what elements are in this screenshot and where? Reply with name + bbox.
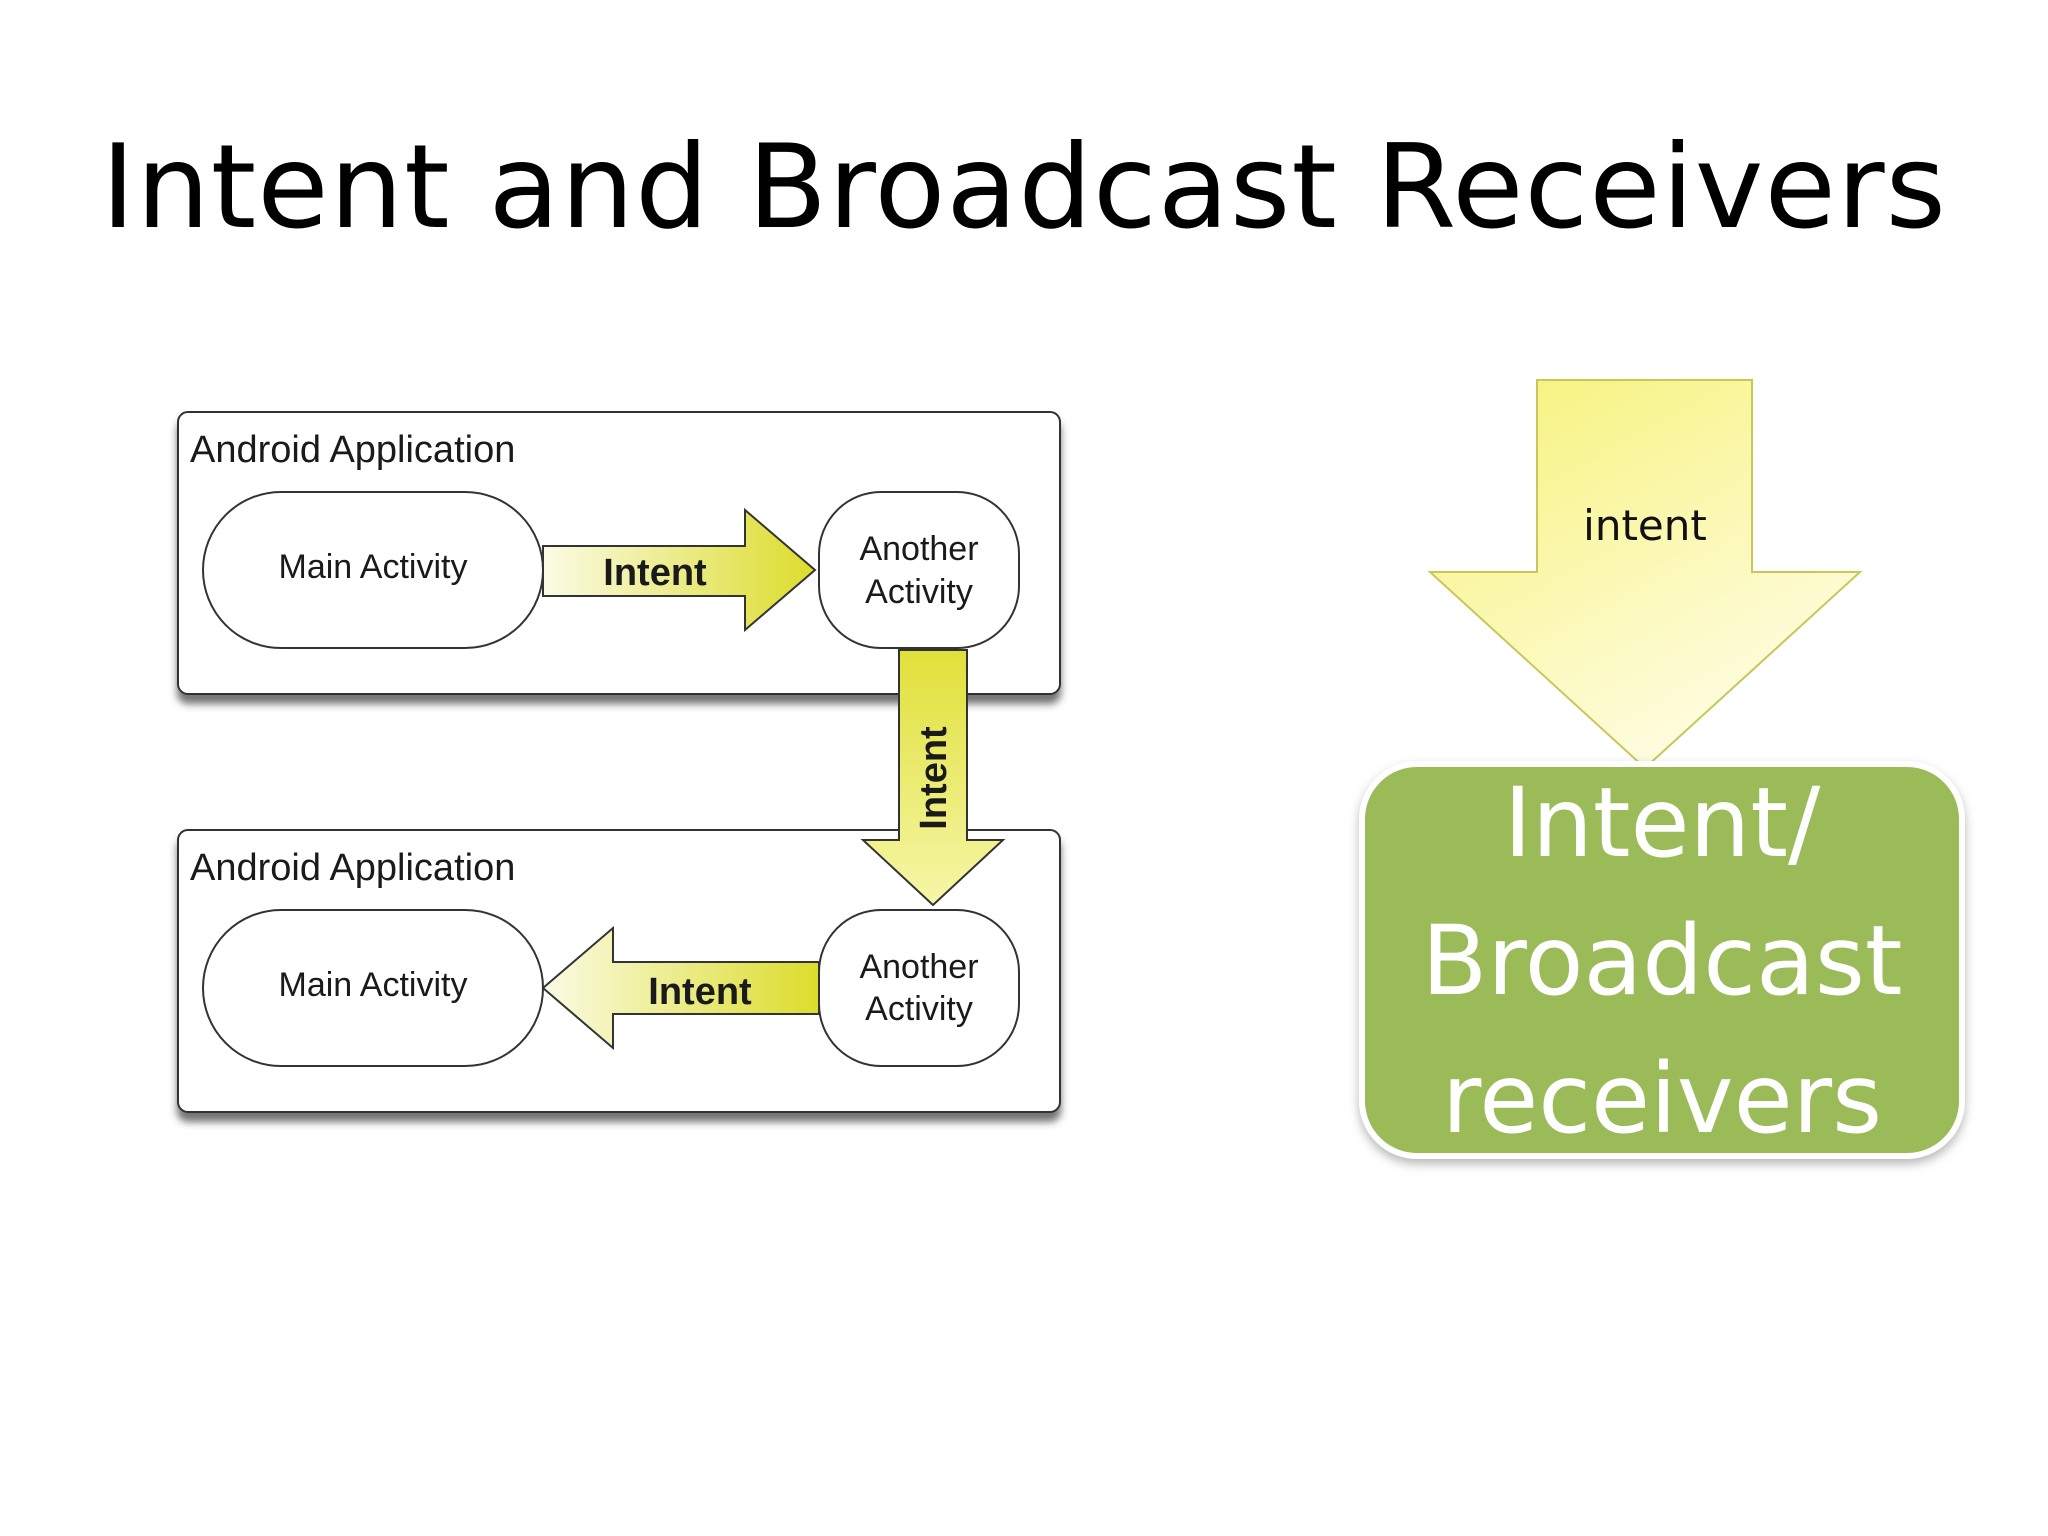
receiver-intent-arrow: intent	[1427, 379, 1863, 770]
receiver-box-line-1: Intent/	[1504, 767, 1821, 879]
receiver-box-line-3: receivers	[1442, 1043, 1882, 1155]
receiver-box-line-2: Broadcast	[1422, 905, 1903, 1017]
top-intent-arrow-label: Intent	[603, 552, 707, 594]
top-intent-arrow	[542, 507, 817, 633]
bottom-intent-arrow-label: Intent	[648, 971, 752, 1013]
vertical-intent-arrow: Intent	[860, 649, 1006, 907]
bottom-another-activity-label-2: Activity	[865, 990, 973, 1028]
bottom-app-frame: Android Application Main Activity Intent…	[177, 829, 1061, 1113]
slide-title: Intent and Broadcast Receivers	[101, 120, 1947, 255]
top-another-activity-pill	[818, 491, 1020, 649]
bottom-intent-arrow	[541, 925, 820, 1051]
bottom-main-activity-label: Main Activity	[279, 966, 468, 1004]
vertical-intent-arrow-label: Intent	[913, 726, 955, 830]
bottom-app-label: Android Application	[190, 847, 515, 889]
bottom-another-activity-pill	[818, 909, 1020, 1067]
top-main-activity-label: Main Activity	[279, 548, 468, 586]
bottom-another-activity-label-1: Another	[859, 948, 978, 986]
top-app-label: Android Application	[190, 429, 515, 471]
top-another-activity-label-2: Activity	[865, 573, 973, 611]
top-app-frame: Android Application Main Activity Intent…	[177, 411, 1061, 695]
receiver-intent-arrow-label: intent	[1583, 501, 1707, 550]
broadcast-receiver-box: Intent/ Broadcast receivers	[1359, 761, 1965, 1159]
top-another-activity-label-1: Another	[859, 530, 978, 568]
